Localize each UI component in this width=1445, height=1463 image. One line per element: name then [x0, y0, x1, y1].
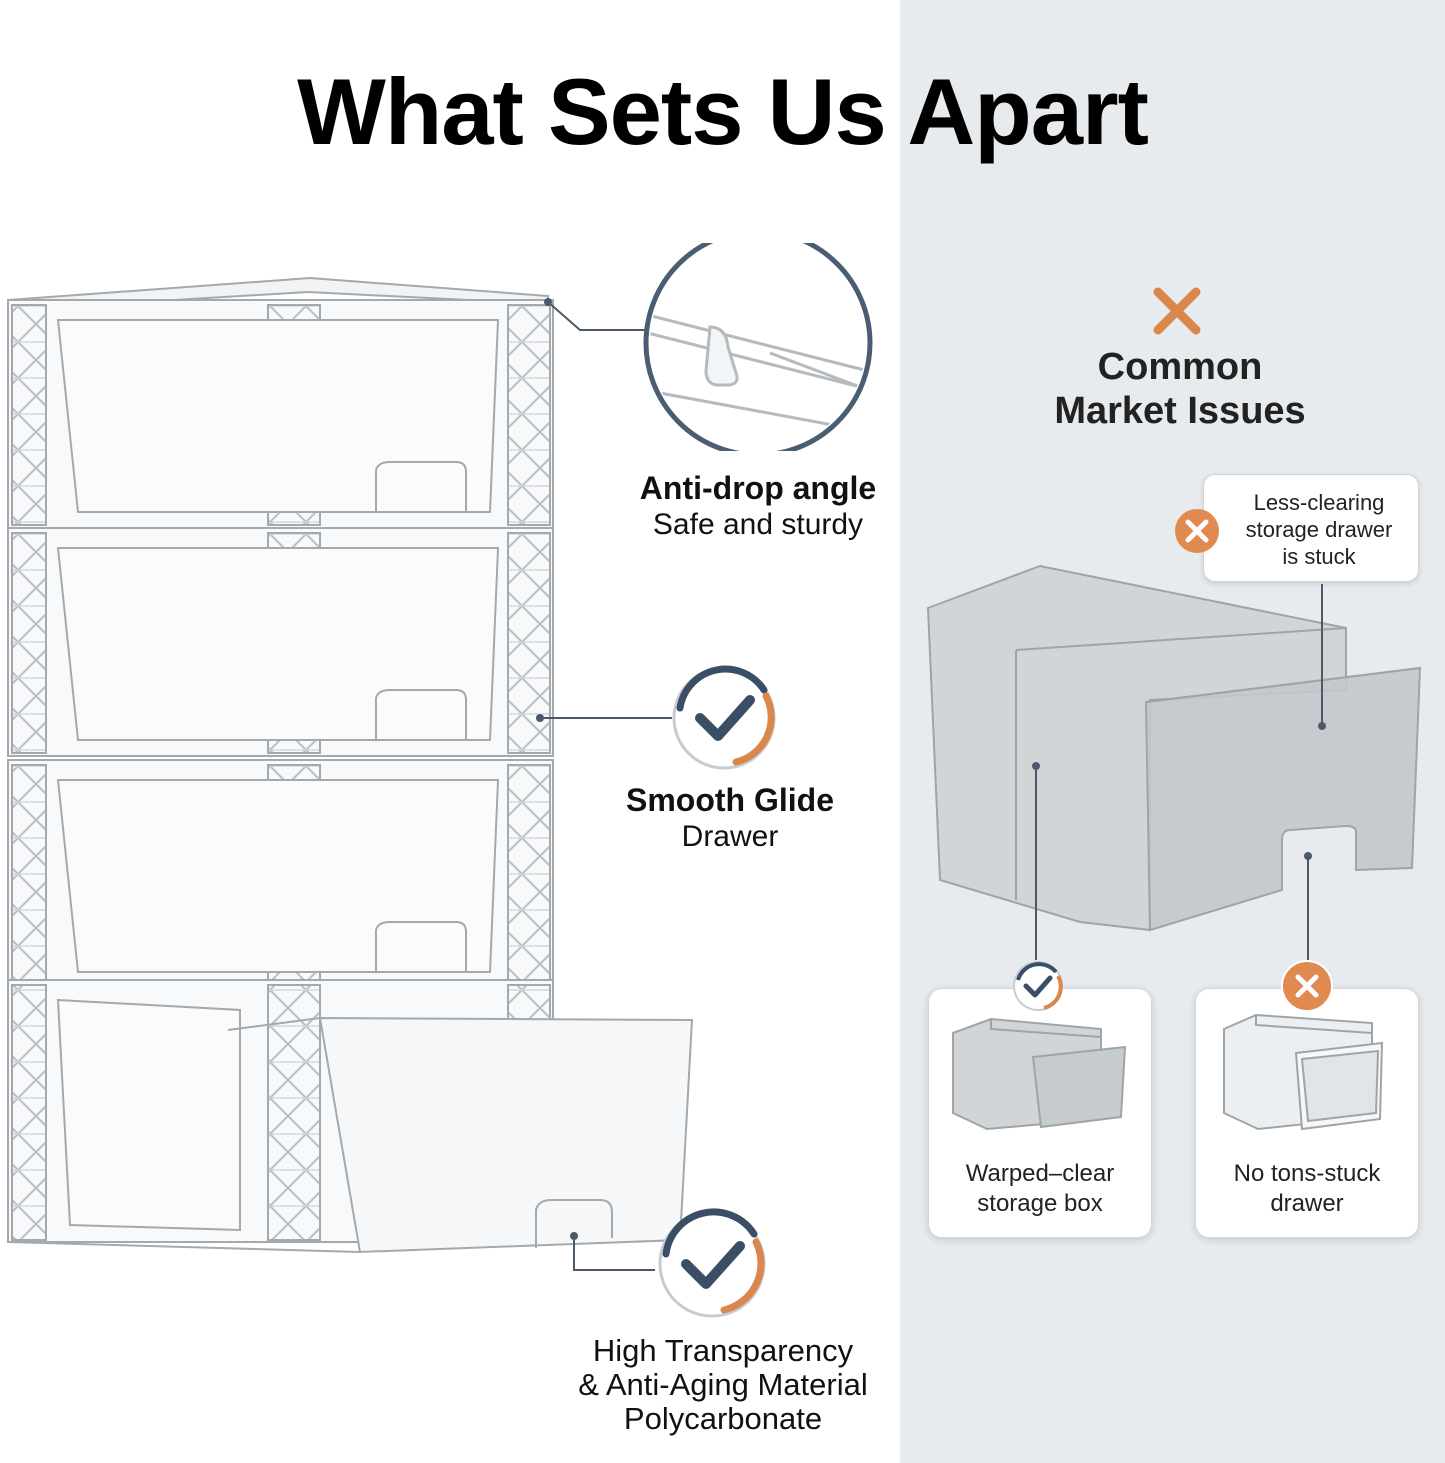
x-icon — [1175, 509, 1219, 553]
page-title: What Sets Us Apart — [297, 59, 1149, 164]
x-icon — [1281, 960, 1333, 1012]
callout-line: Less-clearing — [1253, 490, 1385, 515]
feature-title-line: & Anti-Aging Material — [578, 1367, 868, 1402]
callout-line: is stuck — [1282, 544, 1356, 569]
feature-title-transparency: High Transparency & Anti-Aging Material … — [540, 1334, 906, 1436]
feature-title-anti-drop: Anti-drop angle — [639, 470, 877, 506]
card-label-line: storage box — [977, 1190, 1103, 1217]
callout-line: storage drawer — [1245, 517, 1393, 542]
market-issues-panel — [900, 0, 1445, 1463]
card-label-line: drawer — [1270, 1190, 1344, 1217]
product-drawer-stack-image — [7, 276, 694, 1271]
feature-subtitle-smooth-glide: Drawer — [681, 820, 779, 853]
feature-title-line: High Transparency — [592, 1333, 854, 1368]
market-issues-title: Common Market Issues — [1000, 345, 1360, 433]
checkmark-icon — [672, 665, 776, 770]
comparison-card-stuck-drawer: No tons-stuck drawer — [1195, 988, 1419, 1238]
clear-box-thumbnail — [952, 1017, 1127, 1131]
feature-title-line: Polycarbonate — [623, 1401, 823, 1436]
magnifier-detail-icon — [643, 243, 873, 451]
card-label-line: No tons-stuck — [1233, 1160, 1381, 1187]
stuck-drawer-thumbnail — [1223, 1013, 1384, 1131]
market-issues-title-line: Common — [1097, 346, 1263, 388]
x-icon — [1153, 287, 1201, 335]
comparison-card-warped-box: Warped–clear storage box — [928, 988, 1152, 1238]
card-label-line: Warped–clear — [965, 1160, 1115, 1187]
checkmark-icon — [658, 1208, 766, 1318]
issue-callout: Less-clearing storage drawer is stuck — [1203, 474, 1419, 582]
feature-title-smooth-glide: Smooth Glide — [626, 782, 834, 818]
market-issues-title-line: Market Issues — [1054, 390, 1306, 432]
checkmark-icon — [1013, 961, 1063, 1011]
feature-subtitle-anti-drop: Safe and sturdy — [652, 508, 864, 541]
